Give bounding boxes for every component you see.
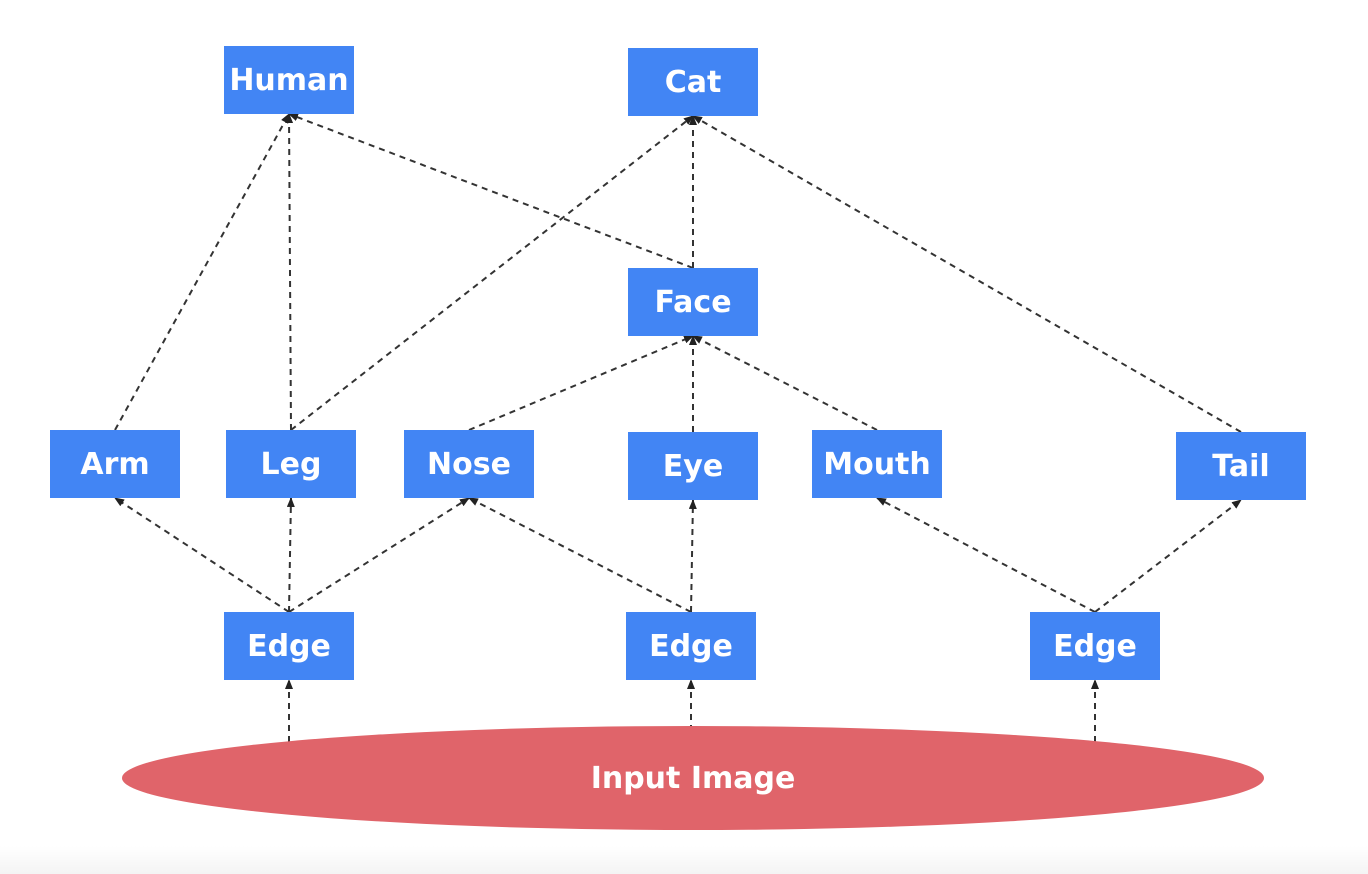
node-nose: Nose — [404, 430, 534, 498]
node-face: Face — [628, 268, 758, 336]
arrow-edge-left-to-nose — [288, 497, 470, 613]
arrow-edge-left-to-leg — [286, 497, 295, 613]
arrow-edge-middle-to-nose — [468, 497, 692, 613]
bottom-shade — [0, 846, 1368, 874]
arrow-edge-left-to-arm — [114, 497, 290, 613]
node-tail: Tail — [1176, 432, 1306, 500]
node-edge-left: Edge — [224, 612, 354, 680]
arrow-mouth-to-face — [692, 335, 878, 431]
arrow-leg-to-cat — [290, 115, 694, 431]
input-image-ellipse: Input Image — [122, 726, 1264, 830]
node-edge-middle: Edge — [626, 612, 756, 680]
node-leg: Leg — [226, 430, 356, 498]
arrow-leg-to-human — [285, 113, 294, 431]
arrow-face-to-human — [288, 113, 694, 269]
node-edge-right: Edge — [1030, 612, 1160, 680]
input-image-label: Input Image — [590, 760, 796, 796]
arrow-edge-middle-to-eye — [688, 499, 697, 613]
arrow-edge-right-to-tail — [1094, 499, 1242, 613]
arrow-tail-to-cat — [692, 115, 1242, 433]
node-eye: Eye — [628, 432, 758, 500]
arrow-nose-to-face — [468, 335, 694, 431]
node-human: Human — [224, 46, 354, 114]
node-arm: Arm — [50, 430, 180, 498]
node-mouth: Mouth — [812, 430, 942, 498]
node-cat: Cat — [628, 48, 758, 116]
arrow-edge-right-to-mouth — [876, 497, 1096, 613]
arrow-arm-to-human — [114, 113, 290, 431]
